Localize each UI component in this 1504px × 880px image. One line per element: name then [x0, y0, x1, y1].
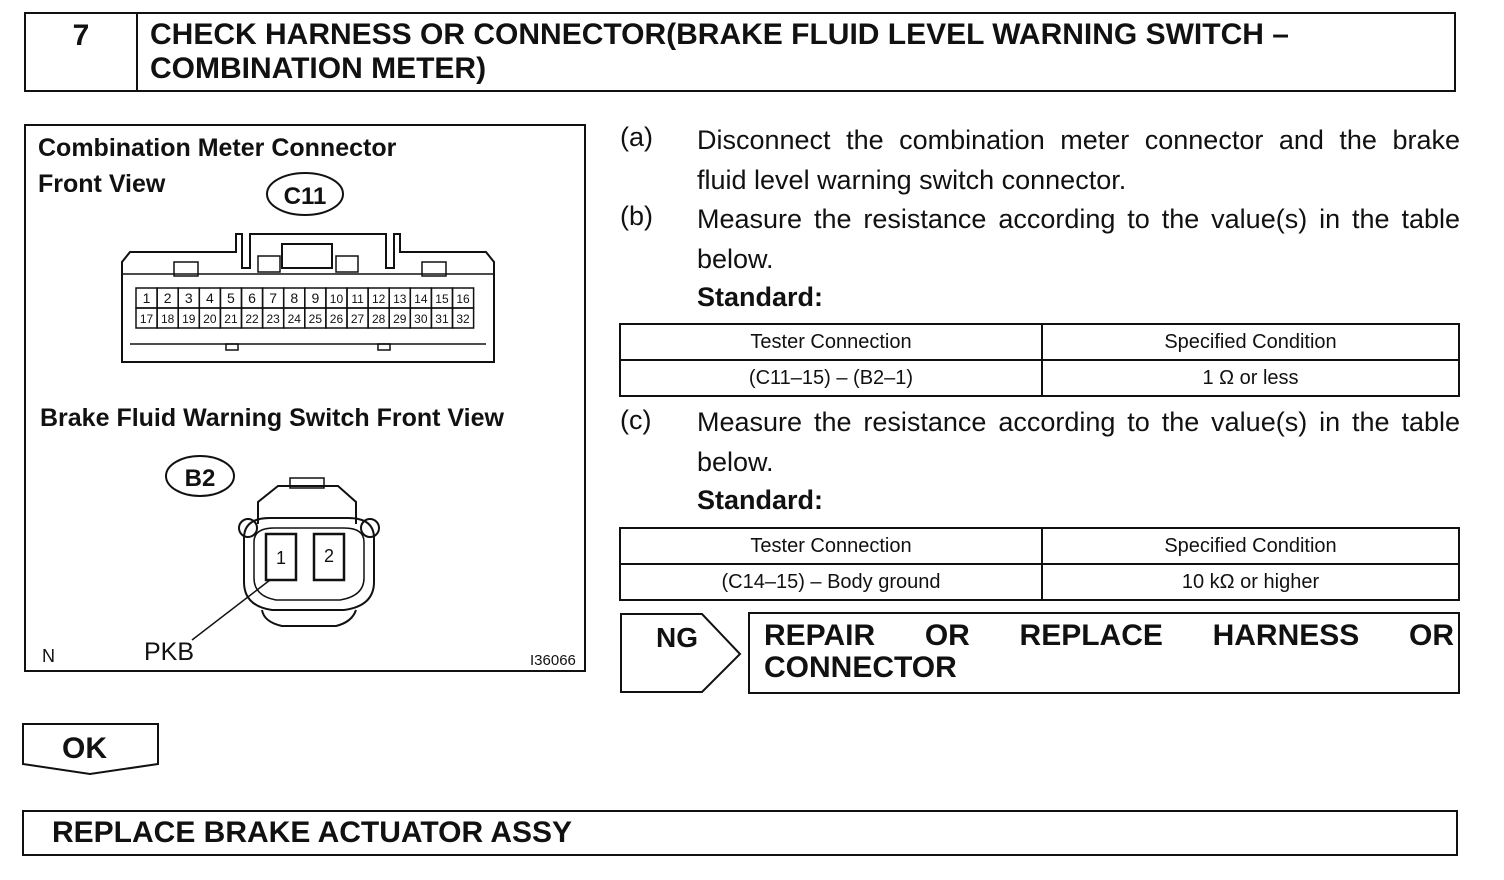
meter-pin-number: 32 [456, 312, 470, 326]
wire-color-label: PKB [144, 638, 195, 666]
table-cell: (C14–15) – Body ground [619, 563, 1043, 601]
step-text-b: Measure the resistance according to the … [697, 204, 1460, 274]
switch-connector-id-ellipse [165, 455, 235, 497]
meter-pin-number: 16 [456, 292, 470, 306]
meter-pin-number: 5 [227, 290, 235, 306]
meter-pin-number: 15 [435, 292, 449, 306]
switch-connector-body [243, 517, 375, 611]
meter-pin-number: 4 [206, 290, 214, 306]
table-header-cell: Specified Condition [1041, 527, 1460, 565]
switch-pin-1 [264, 532, 298, 582]
ng-arrow-tag [620, 613, 742, 693]
table-header-row: Tester Connection Specified Condition [619, 323, 1460, 361]
step-text-c: Measure the resistance according to the … [697, 407, 1460, 477]
ng-action-box: REPAIR OR REPLACE HARNESS OR CONNECTOR [748, 612, 1460, 694]
svg-text:2: 2 [324, 546, 334, 566]
table-row: (C14–15) – Body ground 10 kΩ or higher [619, 563, 1460, 601]
meter-pin-number: 29 [393, 312, 407, 326]
step-letter-c: (c) [620, 405, 652, 435]
meter-pin-number: 13 [393, 292, 407, 306]
meter-pin-number: 28 [372, 312, 386, 326]
meter-pin-number: 8 [290, 290, 298, 306]
final-action-box: REPLACE BRAKE ACTUATOR ASSY [22, 810, 1458, 856]
table-header-row: Tester Connection Specified Condition [619, 527, 1460, 565]
connector-figure: Combination Meter Connector Front View C… [24, 124, 586, 672]
meter-pin-number: 2 [164, 290, 172, 306]
step-letter-a: (a) [620, 122, 653, 152]
meter-pin-number: 11 [351, 292, 364, 306]
meter-pin-number: 25 [309, 312, 323, 326]
step-number: 7 [26, 14, 138, 90]
meter-pin-number: 6 [248, 290, 256, 306]
table-row: (C11–15) – (B2–1) 1 Ω or less [619, 359, 1460, 397]
corner-code: N [42, 646, 55, 666]
meter-pin-number: 26 [330, 312, 344, 326]
meter-pin-number: 21 [224, 312, 238, 326]
meter-connector-body [121, 233, 495, 363]
standard-label-1: Standard: [697, 282, 824, 312]
meter-front-view-label: Front View [38, 170, 166, 198]
meter-pin-number: 7 [269, 290, 277, 306]
ok-arrow-tag [22, 723, 159, 776]
meter-pin-number: 10 [330, 292, 344, 306]
step-header: 7 CHECK HARNESS OR CONNECTOR(BRAKE FLUID… [24, 12, 1456, 92]
standard-label-2: Standard: [697, 485, 824, 515]
meter-connector-title: Combination Meter Connector [38, 134, 397, 162]
meter-pin-number: 19 [182, 312, 196, 326]
wire-leader-line [191, 579, 271, 641]
final-action-text: REPLACE BRAKE ACTUATOR ASSY [52, 816, 573, 849]
meter-connector-id-ellipse [266, 172, 344, 216]
meter-pin-number: 22 [245, 312, 259, 326]
step-letter-b: (b) [620, 201, 653, 231]
meter-pin-number: 20 [203, 312, 217, 326]
ng-label: NG [656, 622, 698, 653]
step-text-a: Disconnect the combination meter connect… [697, 125, 1460, 195]
meter-pin-number: 17 [140, 312, 154, 326]
meter-pin-number: 31 [435, 312, 449, 326]
figure-code: I36066 [530, 652, 576, 669]
table-cell: 1 Ω or less [1041, 359, 1460, 397]
switch-pin-2 [312, 532, 346, 582]
table-cell: (C11–15) – (B2–1) [619, 359, 1043, 397]
table-header-cell: Specified Condition [1041, 323, 1460, 361]
table-header-cell: Tester Connection [619, 527, 1043, 565]
table-header-cell: Tester Connection [619, 323, 1043, 361]
meter-connector-id: C11 [284, 183, 327, 210]
meter-pin-number: 18 [161, 312, 175, 326]
spec-table-1: Tester Connection Specified Condition (C… [619, 323, 1460, 397]
switch-connector-id: B2 [185, 465, 216, 492]
spec-table-2: Tester Connection Specified Condition (C… [619, 527, 1460, 601]
meter-pin-number: 14 [414, 292, 428, 306]
meter-pin-cell [451, 307, 475, 329]
meter-pin-number: 30 [414, 312, 428, 326]
meter-pin-number: 23 [266, 312, 280, 326]
meter-pin-number: 3 [185, 290, 193, 306]
meter-pin-number: 9 [311, 290, 319, 306]
meter-pin-number: 27 [351, 312, 365, 326]
meter-pin-number: 12 [372, 292, 386, 306]
table-cell: 10 kΩ or higher [1041, 563, 1460, 601]
step-title: CHECK HARNESS OR CONNECTOR(BRAKE FLUID L… [150, 18, 1289, 85]
switch-front-view-title: Brake Fluid Warning Switch Front View [40, 404, 504, 432]
ng-action-text: REPAIR OR REPLACE HARNESS OR CONNECTOR [764, 619, 1454, 684]
svg-text:1: 1 [276, 548, 286, 568]
meter-pin-number: 24 [288, 312, 302, 326]
meter-pin-number: 1 [143, 290, 151, 306]
ok-label: OK [62, 732, 107, 765]
